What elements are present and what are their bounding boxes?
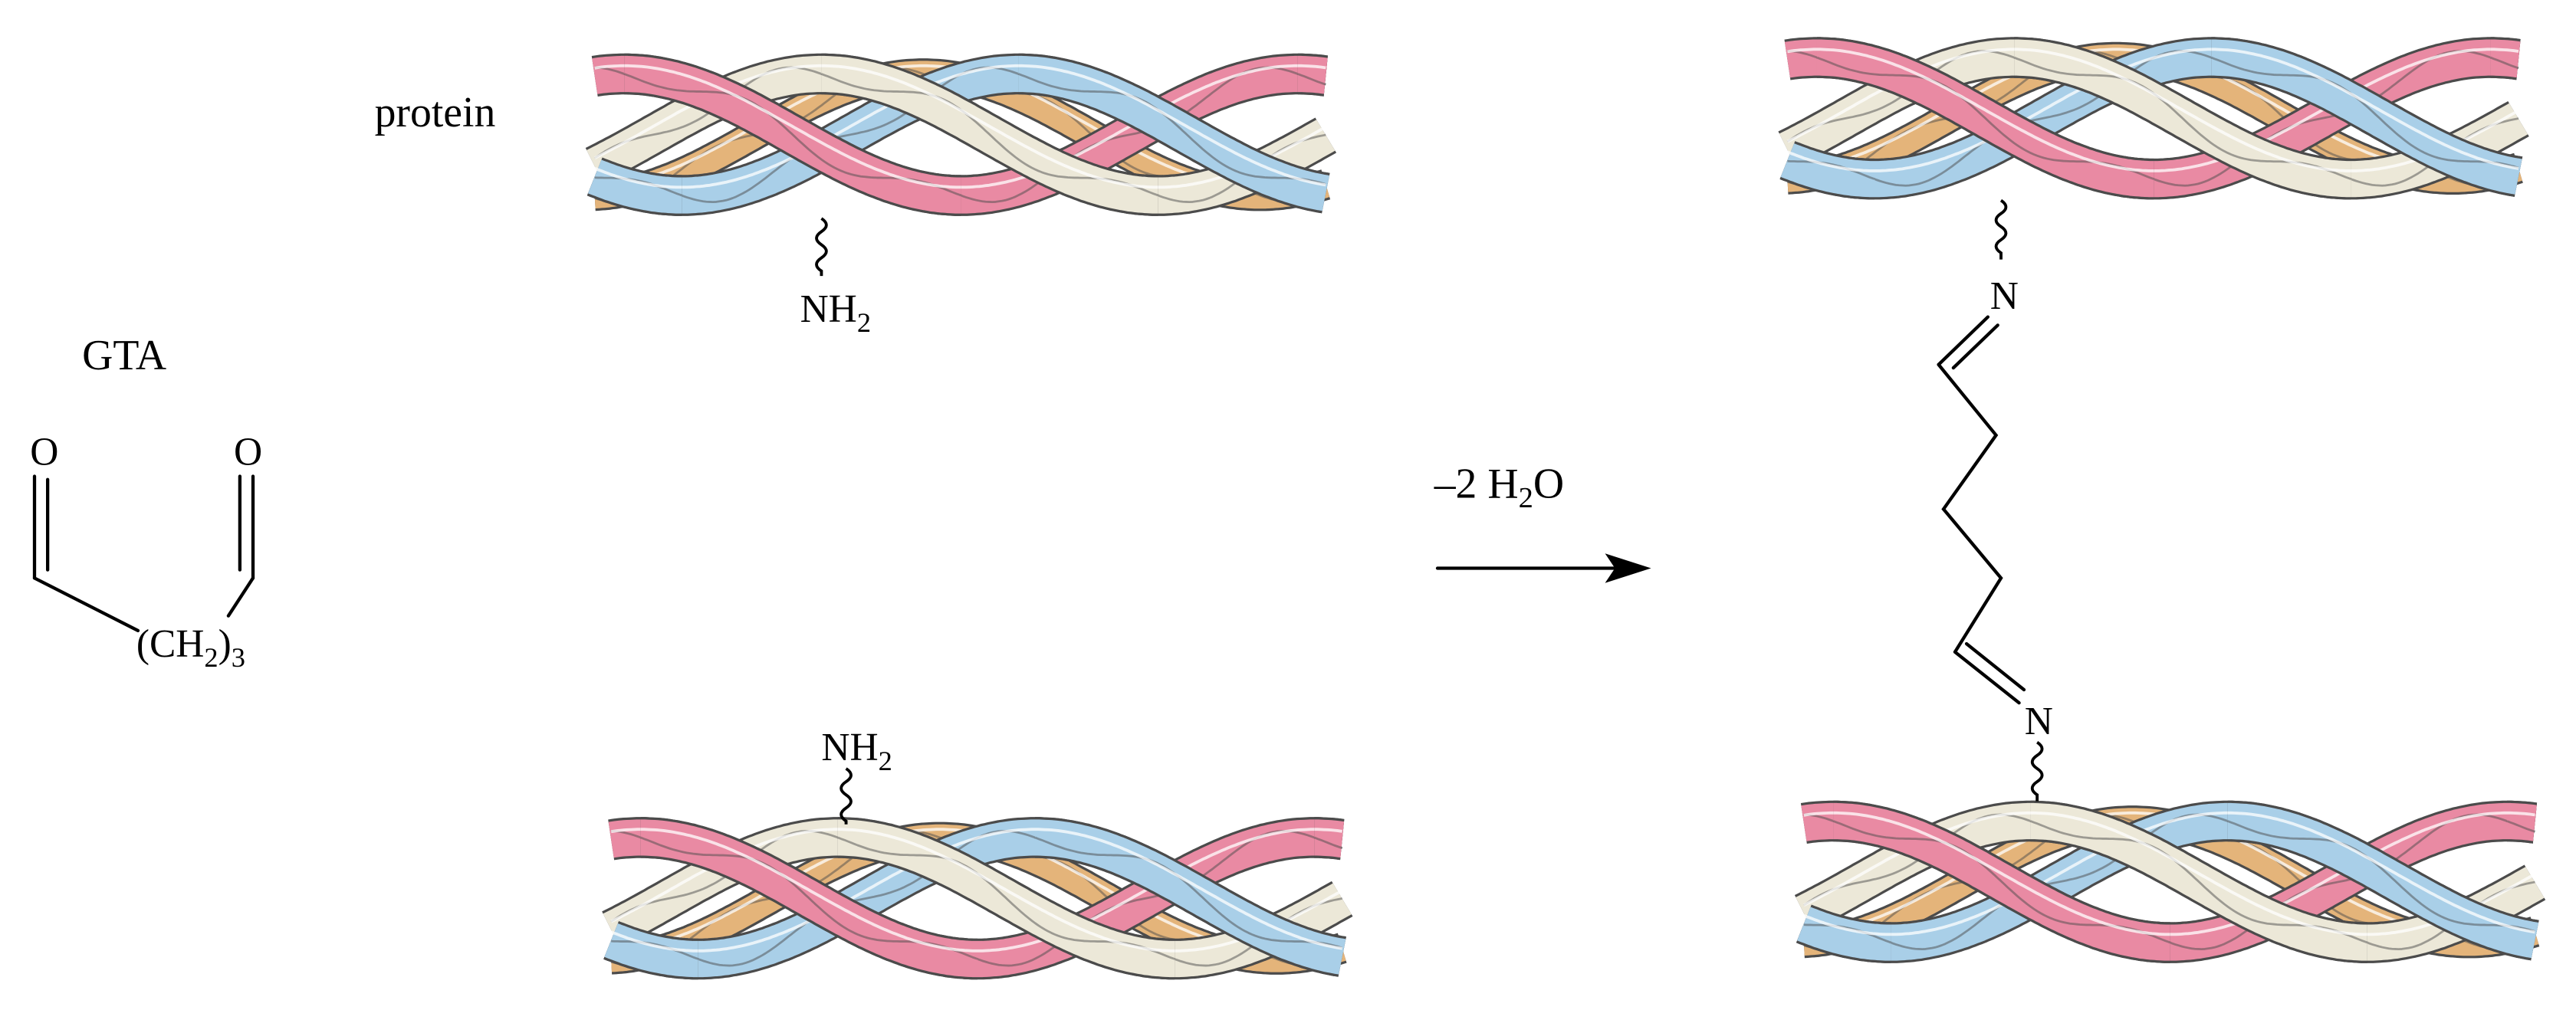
strand-pink-front bbox=[2476, 39, 2535, 78]
protein-helix-top-left bbox=[577, 53, 1345, 216]
linker-sub-b: 3 bbox=[232, 642, 245, 673]
amine-top-label: NH2 bbox=[800, 287, 871, 338]
strand-beige-highlight-front bbox=[2014, 48, 2351, 172]
imine-bottom-bond-a bbox=[1953, 650, 2021, 705]
strand-blue-front bbox=[1020, 819, 1359, 975]
strand-blue-highlight-front bbox=[1803, 913, 1891, 936]
imine-top-bond-a bbox=[1937, 315, 1990, 366]
strand-blue-highlight-front bbox=[1018, 64, 1326, 187]
left-chain-bond bbox=[32, 576, 140, 633]
arrow-head bbox=[1605, 553, 1651, 583]
condition-sub: 2 bbox=[1519, 482, 1533, 514]
protein-helix-top-right bbox=[1769, 37, 2538, 200]
strand-pink-highlight-front bbox=[1314, 828, 1342, 833]
imine-top-bond-b bbox=[1951, 323, 1999, 370]
strand-pink-highlight-front bbox=[1817, 48, 2154, 172]
strand-pink-front bbox=[1283, 55, 1342, 94]
strand-blue-twist-front bbox=[1787, 159, 1875, 180]
strand-blue-front bbox=[1789, 907, 1907, 961]
gta-label: GTA bbox=[82, 332, 166, 379]
strand-blue-twist-front bbox=[611, 939, 699, 960]
linker-open: (CH bbox=[136, 622, 205, 666]
reaction-condition-label: –2 H2O bbox=[1434, 460, 1564, 514]
strand-beige-highlight-front bbox=[837, 828, 1175, 953]
strand-pink-highlight-front bbox=[1833, 811, 2170, 936]
strand-blue-front bbox=[2196, 39, 2535, 195]
strand-pink-front bbox=[1299, 819, 1359, 858]
strand-pink-highlight-front bbox=[624, 64, 961, 189]
wavy-bond-bottom-right bbox=[2030, 741, 2044, 802]
strand-blue-front bbox=[596, 923, 715, 978]
linker-group-label: (CH2)3 bbox=[136, 622, 245, 673]
oxygen-left-atom: O bbox=[30, 430, 58, 474]
strand-blue-highlight-front bbox=[2227, 811, 2535, 934]
strand-pink-twist-front bbox=[1313, 836, 1343, 849]
reaction-arrow bbox=[1435, 553, 1651, 583]
amine-top-sub: 2 bbox=[857, 307, 871, 338]
linker-sub-a: 2 bbox=[204, 642, 218, 673]
strand-beige-highlight-front bbox=[821, 64, 1158, 189]
strand-pink-highlight-front bbox=[2490, 48, 2519, 53]
strand-blue-highlight-front bbox=[1035, 828, 1343, 950]
protein-helix-bottom-right bbox=[1786, 800, 2555, 963]
strand-blue-highlight-front bbox=[593, 166, 682, 189]
strand-blue-twist-front bbox=[1803, 923, 1891, 944]
bridge-chain bbox=[1937, 362, 2003, 654]
strand-blue-highlight-front bbox=[1786, 150, 1875, 172]
strand-blue-twist-front bbox=[1018, 73, 1326, 185]
strand-pink-twist-front bbox=[2490, 56, 2519, 70]
strand-blue-highlight-front bbox=[2211, 48, 2519, 170]
strand-blue-twist-front bbox=[2210, 56, 2519, 169]
oxygen-right-atom: O bbox=[234, 430, 262, 474]
glutaraldehyde-bridge bbox=[1937, 315, 2026, 705]
strand-pink-highlight-front bbox=[1297, 64, 1326, 70]
linker-close: ) bbox=[219, 622, 232, 666]
strand-blue-front bbox=[580, 159, 698, 214]
strand-blue-front bbox=[1773, 143, 1891, 198]
amine-bottom-sub: 2 bbox=[879, 746, 892, 776]
strand-blue-highlight-front bbox=[610, 930, 698, 953]
condition-post: O bbox=[1533, 460, 1564, 507]
strand-pink-highlight-front bbox=[2507, 811, 2535, 817]
amine-top-main: NH bbox=[800, 287, 857, 331]
condition-pre: –2 H bbox=[1434, 460, 1519, 507]
strand-blue-twist-front bbox=[1034, 836, 1343, 949]
strand-blue-front bbox=[1004, 55, 1342, 212]
strand-pink-highlight-front bbox=[640, 828, 978, 953]
strand-beige-highlight-front bbox=[2030, 811, 2367, 936]
strand-blue-twist-front bbox=[2227, 820, 2535, 933]
strand-blue-twist-front bbox=[594, 176, 682, 197]
strand-blue-front bbox=[2213, 802, 2551, 959]
protein-label: protein bbox=[375, 89, 496, 136]
amine-bottom-main: NH bbox=[821, 726, 878, 769]
protein-helix-bottom-left bbox=[593, 817, 1362, 980]
strand-pink-front bbox=[2492, 802, 2551, 841]
imine-bottom-atom: N bbox=[2025, 700, 2053, 743]
strand-pink-twist-front bbox=[1297, 73, 1326, 86]
right-chain-bond bbox=[226, 576, 255, 618]
wavy-bond-top-right bbox=[1994, 198, 2008, 260]
amine-bottom-label: NH2 bbox=[821, 726, 892, 776]
imine-top-atom: N bbox=[1990, 274, 2019, 318]
wavy-bond-top-left bbox=[815, 217, 828, 277]
gta-bonds bbox=[32, 474, 255, 633]
wavy-bond-bottom-left bbox=[840, 767, 853, 825]
imine-bottom-bond-b bbox=[1964, 641, 2026, 692]
strand-pink-twist-front bbox=[2506, 820, 2535, 833]
